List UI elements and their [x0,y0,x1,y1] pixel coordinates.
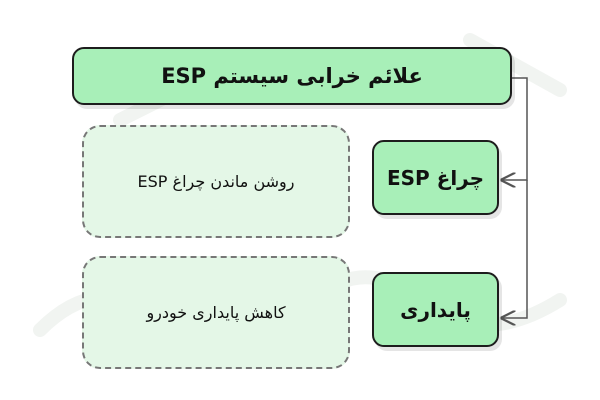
description-text-stability: کاهش پایداری خودرو [146,303,286,322]
connector-to-esp [502,77,528,180]
category-label-esp-light: چراغ ESP [386,165,485,190]
diagram-title: علائم خرابی سیستم ESP [161,64,423,88]
category-label-stability: پایداری [400,297,471,322]
connector-to-stability [502,180,528,318]
description-box-esp-light: روشن ماندن چراغ ESP [82,125,350,238]
diagram-title-box: علائم خرابی سیستم ESP [72,47,512,105]
description-box-stability: کاهش پایداری خودرو [82,256,350,369]
category-box-stability: پایداری [372,272,499,347]
description-text-esp-light: روشن ماندن چراغ ESP [137,172,295,191]
category-box-esp-light: چراغ ESP [372,140,499,215]
